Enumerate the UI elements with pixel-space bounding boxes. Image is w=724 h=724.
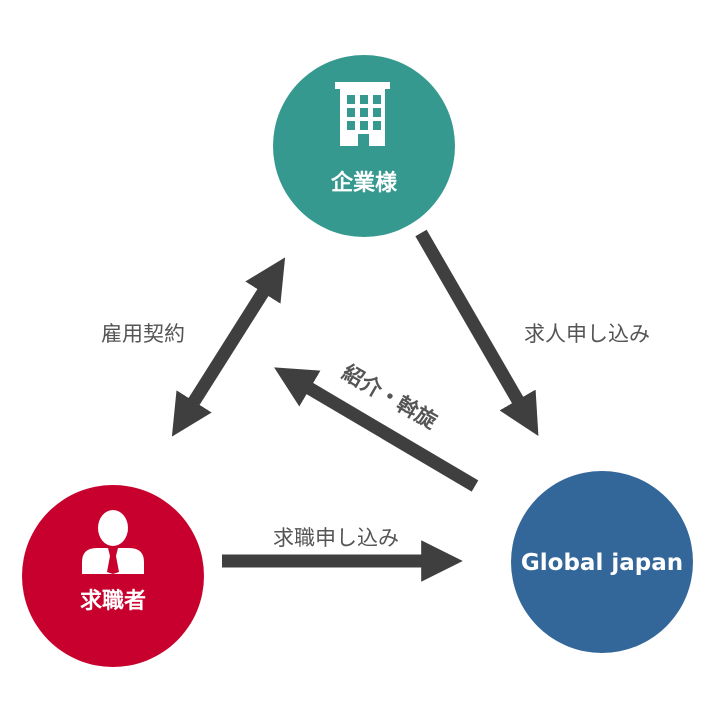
- node-seeker-circle: [22, 485, 204, 667]
- arrow-seeker-company-double: [171, 257, 286, 437]
- edge-label-job-offer-application: 求人申し込み: [524, 322, 650, 346]
- node-agency-label: Global japan: [521, 550, 683, 576]
- edge-label-introduction-mediation: 紹介・斡旋: [338, 360, 442, 434]
- node-agency-circle: [511, 471, 693, 653]
- node-seeker: 求職者: [22, 485, 204, 667]
- node-agency: Global japan: [511, 471, 693, 653]
- arrow-agency-introduction: [274, 367, 479, 492]
- edge-label-employment-contract: 雇用契約: [101, 322, 185, 346]
- node-company: 企業様: [273, 55, 455, 237]
- person-icon: [82, 510, 144, 574]
- edge-label-job-seeking-application: 求職申し込み: [273, 526, 399, 550]
- arrow-company-to-agency: [415, 229, 539, 437]
- node-seeker-label: 求職者: [80, 588, 146, 614]
- node-company-label: 企業様: [330, 170, 398, 196]
- building-icon: [335, 82, 390, 146]
